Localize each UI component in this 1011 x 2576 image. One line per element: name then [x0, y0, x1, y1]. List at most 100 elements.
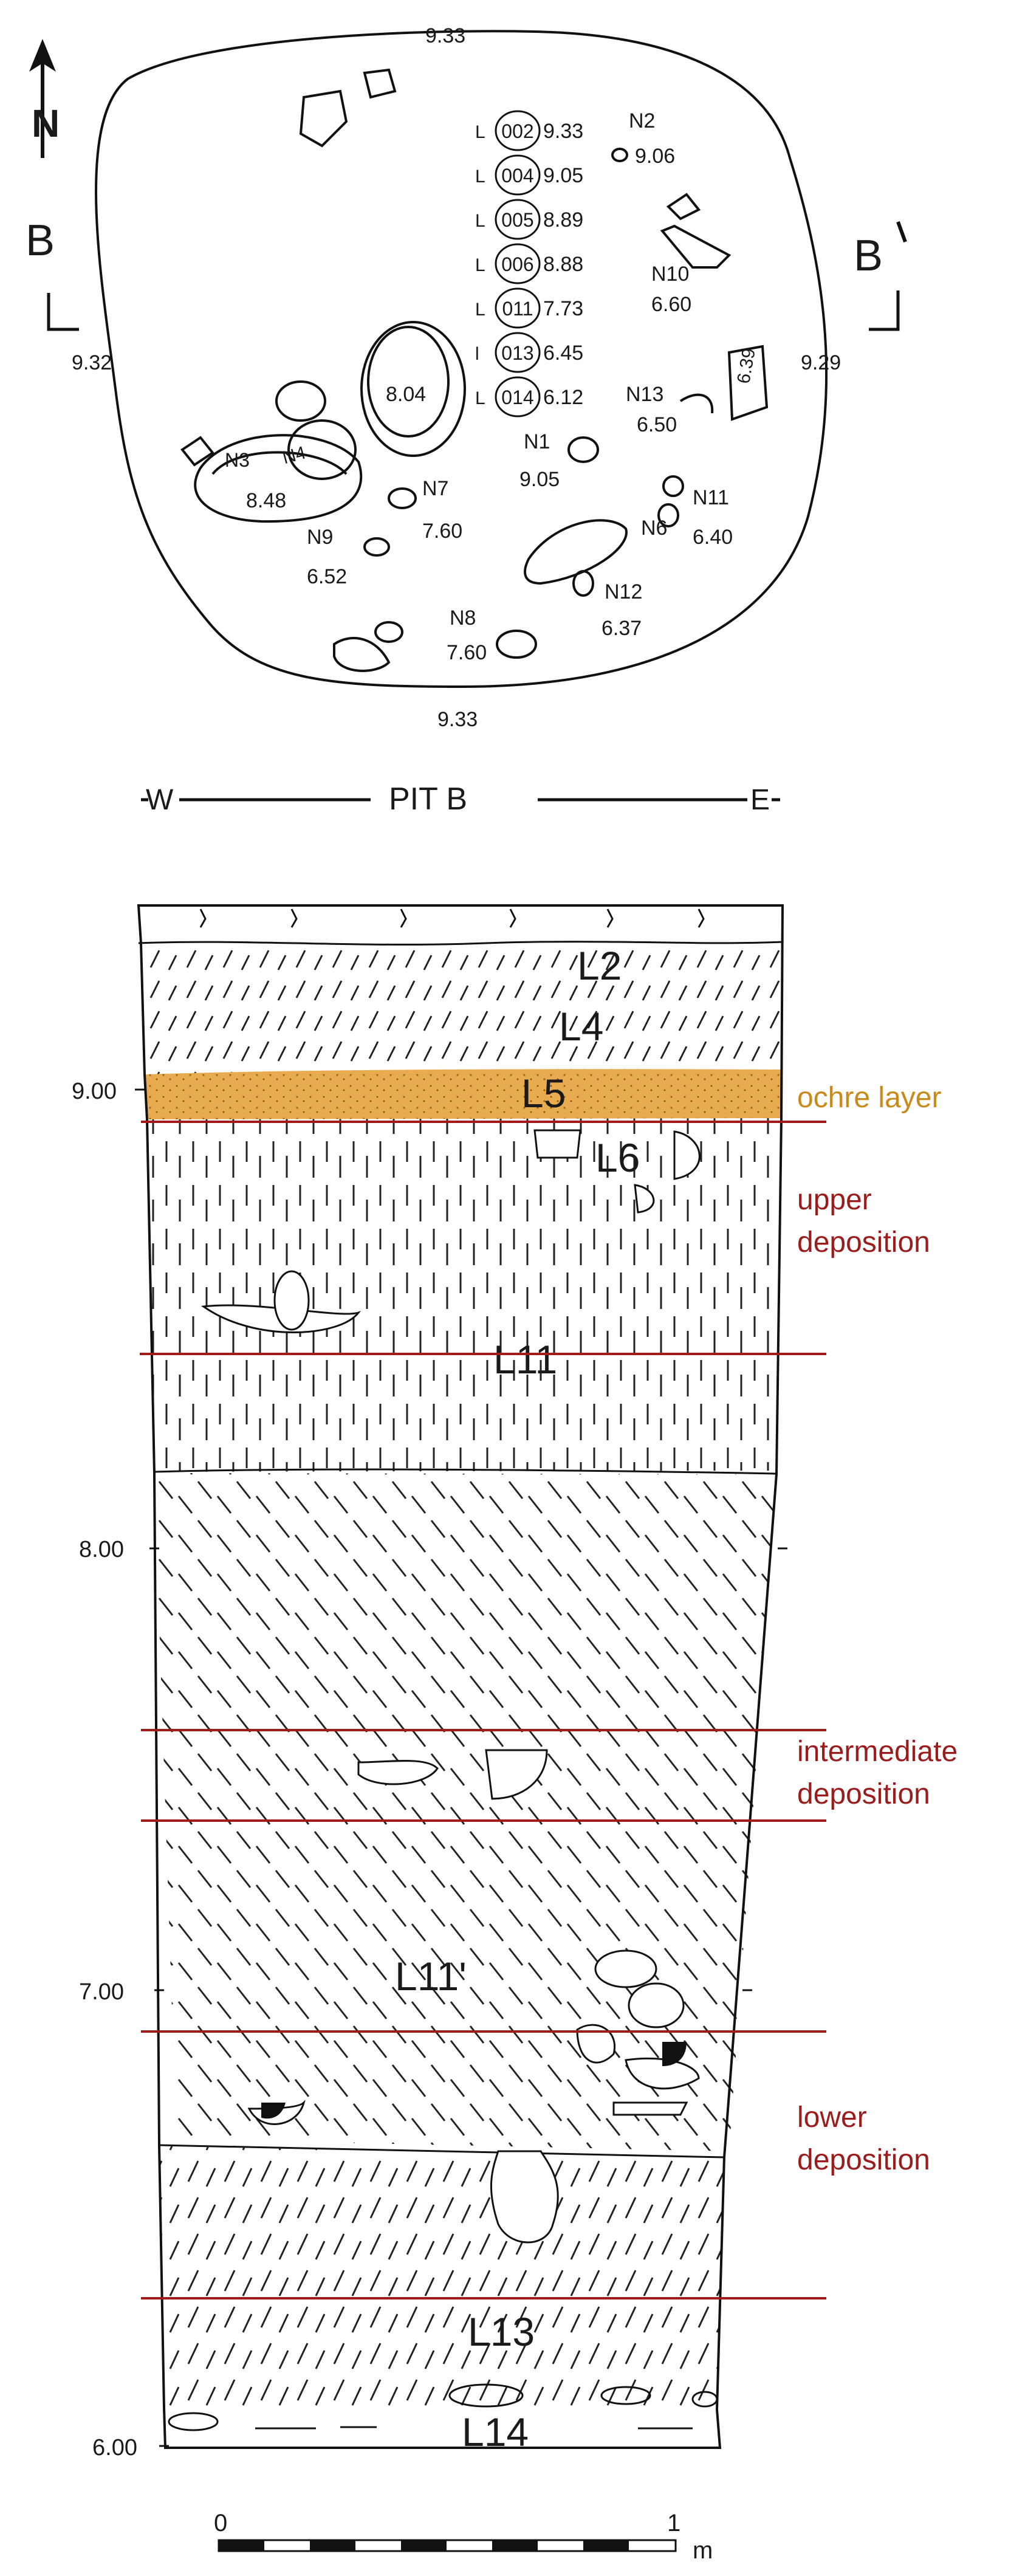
layer-legend-prefix: L — [475, 255, 485, 275]
find-elev-n13: 6.50 — [637, 413, 677, 436]
find-label-n3: N3 — [225, 449, 250, 471]
layer-label-l2: L2 — [577, 943, 622, 988]
layer-label-l4: L4 — [559, 1004, 603, 1049]
plan-bottom-elevation: 9.33 — [437, 708, 478, 731]
find-label-n6: N6 — [641, 517, 667, 540]
elev-tick-600: 6.00 — [92, 2435, 137, 2461]
layer-legend-row: L 005 8.89 — [475, 199, 583, 240]
layer-legend-prefix: L — [475, 388, 485, 408]
find-label-n4: N4 — [280, 442, 308, 468]
elev-tick-900: 9.00 — [72, 1079, 117, 1104]
layer-legend-circle — [495, 243, 541, 284]
north-arrow: N — [29, 39, 60, 158]
layer-legend-circle — [495, 287, 541, 329]
stone — [299, 89, 348, 148]
layer-legend-prefix: L — [475, 211, 485, 231]
find-label-n2: N2 — [629, 109, 655, 132]
layer-legend-elevation: 9.33 — [543, 120, 583, 143]
layer-legend-row: L 002 9.33 — [475, 110, 583, 151]
layer-legend-code: 011 — [502, 298, 533, 320]
right-stone-elevation: 6.39 — [733, 347, 759, 385]
find-elev-n11: 6.52 — [307, 565, 347, 588]
layer-legend-circle — [495, 199, 541, 240]
scale-end: 1 — [667, 2510, 680, 2537]
layer-label-l5: L5 — [521, 1071, 566, 1116]
elev-tick-800: 8.00 — [79, 1537, 124, 1562]
annotation-lower-1: lower — [797, 2101, 867, 2134]
layer-legend-row: L 011 7.73 — [475, 287, 583, 329]
find-elev-n1: 9.05 — [519, 468, 560, 491]
section-profile: 9.00 8.00 7.00 6.00 L2 L4 L5 L6 L11 L11'… — [72, 904, 787, 2461]
layer-l4 — [141, 942, 783, 1074]
scale-bar: 0 1 m — [214, 2510, 713, 2564]
layer-legend-code: 006 — [501, 253, 533, 275]
big-stone — [360, 321, 466, 457]
layer-legend-circle — [495, 376, 541, 417]
layer-l14 — [164, 2408, 720, 2448]
find-elev-n7: 7.60 — [422, 520, 462, 543]
elev-tick-700: 7.00 — [79, 1979, 124, 2005]
find-label-n12: N12 — [605, 580, 642, 603]
find-label-n11: N9 — [307, 526, 333, 549]
layer-label-l11-prime: L11' — [395, 1954, 467, 1999]
layer-legend-row: l 013 6.45 — [475, 332, 583, 373]
find-label-n7: N7 — [422, 477, 448, 500]
find-label-n9: N10 — [651, 263, 689, 286]
layer-legend-prefix: L — [475, 122, 485, 142]
annotation-inter-2: deposition — [797, 1778, 930, 1810]
section-header: W PIT B E — [141, 781, 780, 817]
layer-legend-circle — [495, 110, 541, 151]
layer-label-l13: L13 — [468, 2309, 535, 2354]
layer-legend-prefix: l — [475, 344, 479, 364]
layer-l13 — [159, 2145, 724, 2409]
section-west: W — [146, 784, 174, 816]
find-label-n8: N8 — [450, 606, 476, 630]
find-elev-n3: 8.48 — [246, 489, 286, 512]
find-elev-n8: 7.60 — [447, 641, 487, 664]
stone — [363, 68, 397, 99]
big-stone-elevation: 8.04 — [386, 383, 426, 406]
annotation-inter-1: intermediate — [797, 1736, 958, 1768]
find-elev-n2: 9.06 — [635, 145, 675, 168]
plan-drawing — [180, 68, 769, 672]
section-east: E — [750, 784, 770, 816]
annotation-upper-1: upper — [797, 1184, 872, 1216]
deposition-lines — [140, 1121, 826, 2300]
find-elev-n9: 6.60 — [651, 293, 691, 316]
layer-legend-elevation: 6.45 — [543, 342, 583, 365]
section-title: PIT B — [389, 781, 467, 817]
plan-right-elevation: 9.29 — [801, 351, 841, 374]
layer-label-l6: L6 — [595, 1135, 640, 1180]
layer-legend-prefix: L — [475, 300, 485, 320]
pit-outline — [95, 30, 828, 689]
stone-center — [524, 519, 628, 585]
layer-legend-elevation: 8.89 — [543, 208, 583, 232]
scale-unit: m — [693, 2537, 713, 2564]
layer-l2 — [139, 905, 783, 943]
section-left-label: B — [26, 216, 55, 265]
annotation-upper-2: deposition — [797, 1226, 930, 1259]
section-marker-left: B — [26, 216, 79, 331]
annotation-ochre: ochre layer — [797, 1082, 941, 1114]
layer-legend-circle — [495, 332, 541, 373]
annotation-lower-2: deposition — [797, 2144, 930, 2176]
find-label-n1: N1 — [524, 430, 550, 453]
layer-legend-code: 013 — [501, 342, 533, 364]
layer-label-l14: L14 — [462, 2409, 529, 2454]
layer-legend-elevation: 6.12 — [543, 386, 583, 409]
layer-legend-elevation: 7.73 — [543, 297, 583, 320]
layer-l6-l11 — [147, 1118, 781, 1472]
find-label-n13: N13 — [626, 383, 663, 406]
layer-legend-code: 005 — [501, 209, 533, 231]
find-elev-n12: 6.37 — [601, 617, 642, 640]
layer-legend-code: 002 — [501, 120, 533, 142]
find-elev-n10: 6.40 — [693, 526, 733, 549]
stone-right — [727, 345, 769, 421]
north-label: N — [32, 101, 60, 145]
stone-n3 — [194, 434, 363, 523]
